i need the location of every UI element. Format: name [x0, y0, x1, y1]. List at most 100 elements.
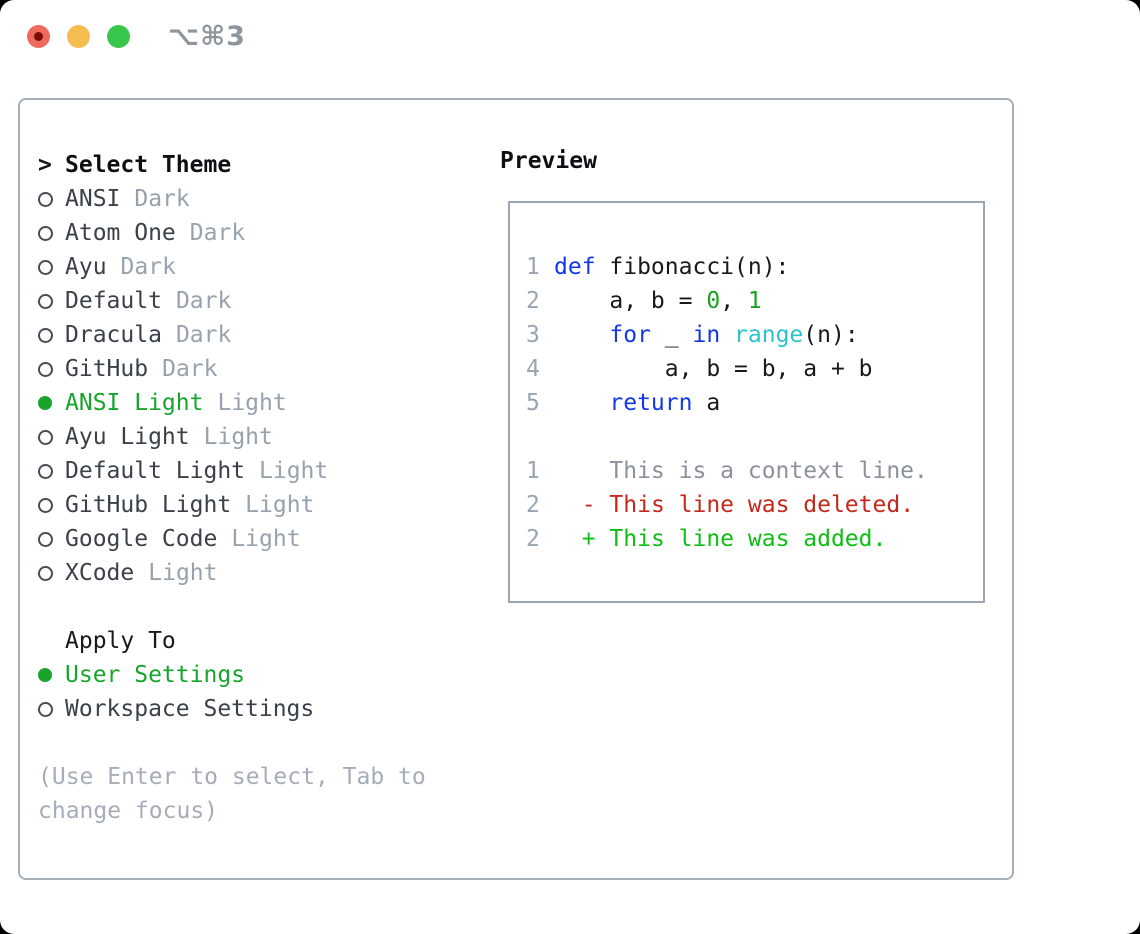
radio-marker — [38, 191, 65, 207]
code-segment-tx — [720, 322, 734, 348]
code-segment-tx — [554, 526, 582, 552]
minimize-button[interactable] — [67, 24, 90, 48]
theme-option-dracula-dark[interactable]: Dracula Dark — [38, 318, 478, 352]
code-line — [526, 420, 983, 454]
radio-icon — [38, 191, 53, 207]
option-label: Atom One — [65, 220, 176, 246]
radio-icon — [38, 327, 53, 343]
radio-icon — [38, 531, 53, 547]
option-label: User Settings — [65, 662, 246, 688]
spacer — [38, 590, 478, 624]
theme-variant-tag: Dark — [189, 220, 246, 246]
code-segment-kw: in — [692, 322, 721, 348]
code-segment-tx: _ — [650, 322, 693, 348]
theme-variant-tag: Dark — [162, 356, 218, 382]
code-segment-kw: def — [554, 254, 596, 280]
radio-icon — [38, 463, 53, 479]
theme-variant-tag: Light — [245, 492, 315, 518]
theme-variant-tag: Light — [259, 458, 329, 484]
theme-variant-tag: Light — [231, 526, 301, 552]
code-line: 3 for _ in range(n): — [526, 318, 983, 352]
code-segment-tx: a, b = — [554, 288, 707, 314]
titlebar: ⌥⌘3 — [0, 0, 1140, 72]
theme-option-google-code-light[interactable]: Google Code Light — [38, 522, 478, 556]
code-segment-fn: range — [734, 322, 804, 348]
code-text: a, b = b, a + b — [554, 356, 873, 382]
option-label: Ayu — [65, 254, 107, 280]
code-text: This is a context line. — [554, 458, 928, 484]
select-theme-title: Select Theme — [65, 152, 232, 178]
radio-marker — [38, 293, 65, 309]
code-segment-tx: a — [692, 390, 721, 416]
option-label: ANSI Light — [65, 390, 204, 416]
theme-variant-tag: Dark — [175, 288, 232, 314]
code-text: + This line was added. — [554, 526, 887, 552]
apply-option-user-settings[interactable]: User Settings — [38, 658, 478, 692]
apply-option-workspace-settings[interactable]: Workspace Settings — [38, 692, 478, 726]
code-text: - This line was deleted. — [554, 492, 914, 518]
code-segment-tx: fibonacci(n): — [595, 254, 790, 280]
code-segment-added_green: + This line was added. — [581, 526, 887, 552]
theme-variant-tag: Dark — [134, 186, 190, 212]
radio-marker — [38, 225, 65, 241]
preview-title: Preview — [500, 148, 597, 174]
code-line: 5 return a — [526, 386, 983, 420]
code-segment-tx: (n): — [803, 322, 859, 348]
code-text: def fibonacci(n): — [554, 254, 789, 280]
code-text: return a — [554, 390, 720, 416]
theme-option-github-light-light[interactable]: GitHub Light Light — [38, 488, 478, 522]
line-number: 3 — [526, 322, 540, 348]
option-label: ANSI — [65, 186, 121, 212]
preview-header: Preview — [500, 148, 597, 174]
close-button[interactable] — [27, 24, 50, 48]
prompt-icon: > — [38, 152, 52, 178]
radio-marker — [38, 361, 65, 377]
code-segment-tx — [554, 322, 609, 348]
line-number: 5 — [526, 390, 540, 416]
radio-selected-icon — [38, 668, 52, 682]
radio-marker — [38, 701, 65, 717]
radio-icon — [38, 259, 53, 275]
option-label: Workspace Settings — [65, 696, 315, 722]
code-text: for _ in range(n): — [554, 322, 859, 348]
option-label: Default Light — [65, 458, 246, 484]
theme-option-ayu-light-light[interactable]: Ayu Light Light — [38, 420, 478, 454]
code-line: 4 a, b = b, a + b — [526, 352, 983, 386]
select-theme-header: > Select Theme — [38, 148, 478, 182]
code-text: a, b = 0, 1 — [554, 288, 762, 314]
code-line: 2 - This line was deleted. — [526, 488, 983, 522]
hint-text: (Use Enter to select, Tab to change focu… — [38, 764, 426, 824]
theme-option-default-light-light[interactable]: Default Light Light — [38, 454, 478, 488]
theme-option-ansi-dark[interactable]: ANSI Dark — [38, 182, 478, 216]
radio-marker — [38, 565, 65, 581]
radio-marker — [38, 396, 65, 410]
code-segment-num: 1 — [747, 288, 762, 314]
theme-variant-tag: Light — [148, 560, 218, 586]
theme-option-atom-one-dark[interactable]: Atom One Dark — [38, 216, 478, 250]
option-label: GitHub Light — [65, 492, 232, 518]
option-label: Google Code — [65, 526, 218, 552]
radio-marker — [38, 497, 65, 513]
zoom-button[interactable] — [107, 24, 130, 48]
theme-variant-tag: Light — [203, 424, 273, 450]
traffic-lights — [27, 24, 130, 48]
radio-icon — [38, 497, 53, 513]
option-label: Ayu Light — [65, 424, 190, 450]
theme-variant-tag: Dark — [175, 322, 232, 348]
option-label: Dracula — [65, 322, 162, 348]
radio-marker — [38, 463, 65, 479]
code-segment-tx — [554, 390, 609, 416]
radio-icon — [38, 225, 53, 241]
